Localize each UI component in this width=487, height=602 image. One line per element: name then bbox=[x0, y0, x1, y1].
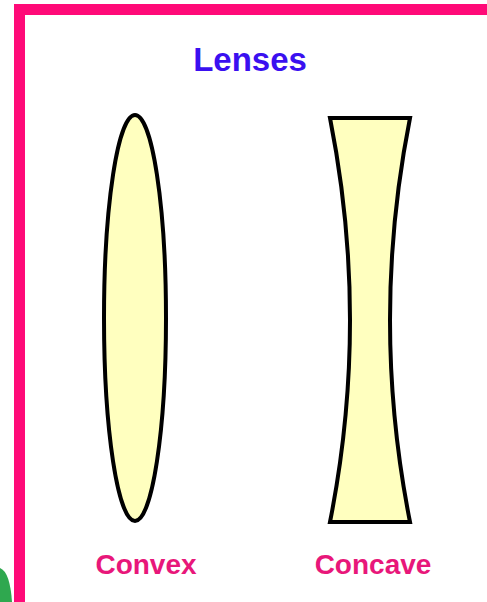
concave-lens bbox=[330, 118, 410, 522]
frame-left-bar bbox=[14, 4, 25, 602]
convex-lens bbox=[104, 115, 166, 521]
frame-top-bar bbox=[14, 4, 487, 15]
corner-blob bbox=[0, 568, 12, 602]
lens-label: Concave bbox=[315, 549, 432, 581]
diagram-title: Lenses bbox=[193, 41, 307, 79]
lens-label: Convex bbox=[95, 549, 196, 581]
